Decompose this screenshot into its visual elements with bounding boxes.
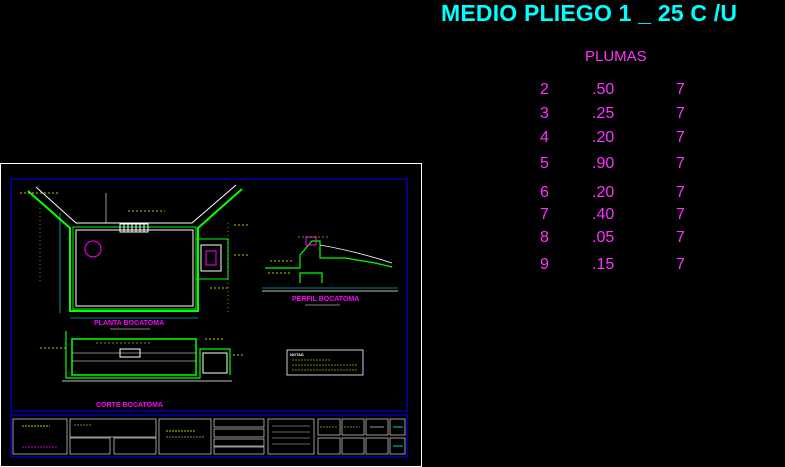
pen-number: 6 bbox=[540, 184, 549, 201]
pen-number: 9 bbox=[540, 256, 549, 273]
pen-row: 7 .40 7 bbox=[540, 206, 700, 226]
pen-width: .20 bbox=[592, 129, 615, 146]
pen-color: 7 bbox=[676, 256, 685, 273]
pen-color: 7 bbox=[676, 155, 685, 172]
pen-color: 7 bbox=[676, 206, 685, 223]
pen-width: .90 bbox=[592, 155, 615, 172]
title-block bbox=[10, 414, 408, 458]
perfil-bocatoma-view bbox=[262, 236, 398, 292]
planta-bocatoma-view bbox=[20, 184, 250, 319]
pen-row: 9 .15 7 bbox=[540, 256, 700, 276]
drawing-frame bbox=[10, 178, 408, 412]
pen-color: 7 bbox=[676, 184, 685, 201]
perfil-label: PERFIL BOCATOMA bbox=[292, 296, 359, 303]
cad-drawing-sheet[interactable]: PLANTA BOCATOMA PERFIL BOCATOMA CORTE BO… bbox=[0, 163, 422, 467]
pen-color: 7 bbox=[676, 81, 685, 98]
pen-color: 7 bbox=[676, 129, 685, 146]
pen-number: 8 bbox=[540, 229, 549, 246]
pen-width: .50 bbox=[592, 81, 615, 98]
pen-row: 6 .20 7 bbox=[540, 184, 700, 204]
pen-width: .20 bbox=[592, 184, 615, 201]
pen-color: 7 bbox=[676, 105, 685, 122]
pen-number: 5 bbox=[540, 155, 549, 172]
pen-number: 3 bbox=[540, 105, 549, 122]
pen-color: 7 bbox=[676, 229, 685, 246]
notas-label: NOTAS bbox=[290, 352, 304, 357]
planta-label: PLANTA BOCATOMA bbox=[94, 320, 164, 327]
pen-width: .40 bbox=[592, 206, 615, 223]
notas-box bbox=[286, 349, 364, 376]
corte-bocatoma-view bbox=[40, 331, 244, 382]
corte-label: CORTE BOCATOMA bbox=[96, 402, 163, 409]
pen-row: 3 .25 7 bbox=[540, 105, 700, 125]
plumas-header: PLUMAS bbox=[585, 48, 647, 65]
pen-width: .25 bbox=[592, 105, 615, 122]
pen-row: 5 .90 7 bbox=[540, 155, 700, 175]
pen-row: 4 .20 7 bbox=[540, 129, 700, 149]
pen-number: 2 bbox=[540, 81, 549, 98]
sheet-title: MEDIO PLIEGO 1 _ 25 C /U bbox=[441, 0, 738, 26]
pen-number: 4 bbox=[540, 129, 549, 146]
pen-width: .15 bbox=[592, 256, 615, 273]
pen-row: 8 .05 7 bbox=[540, 229, 700, 249]
pen-width: .05 bbox=[592, 229, 615, 246]
pen-number: 7 bbox=[540, 206, 549, 223]
pen-row: 2 .50 7 bbox=[540, 81, 700, 101]
